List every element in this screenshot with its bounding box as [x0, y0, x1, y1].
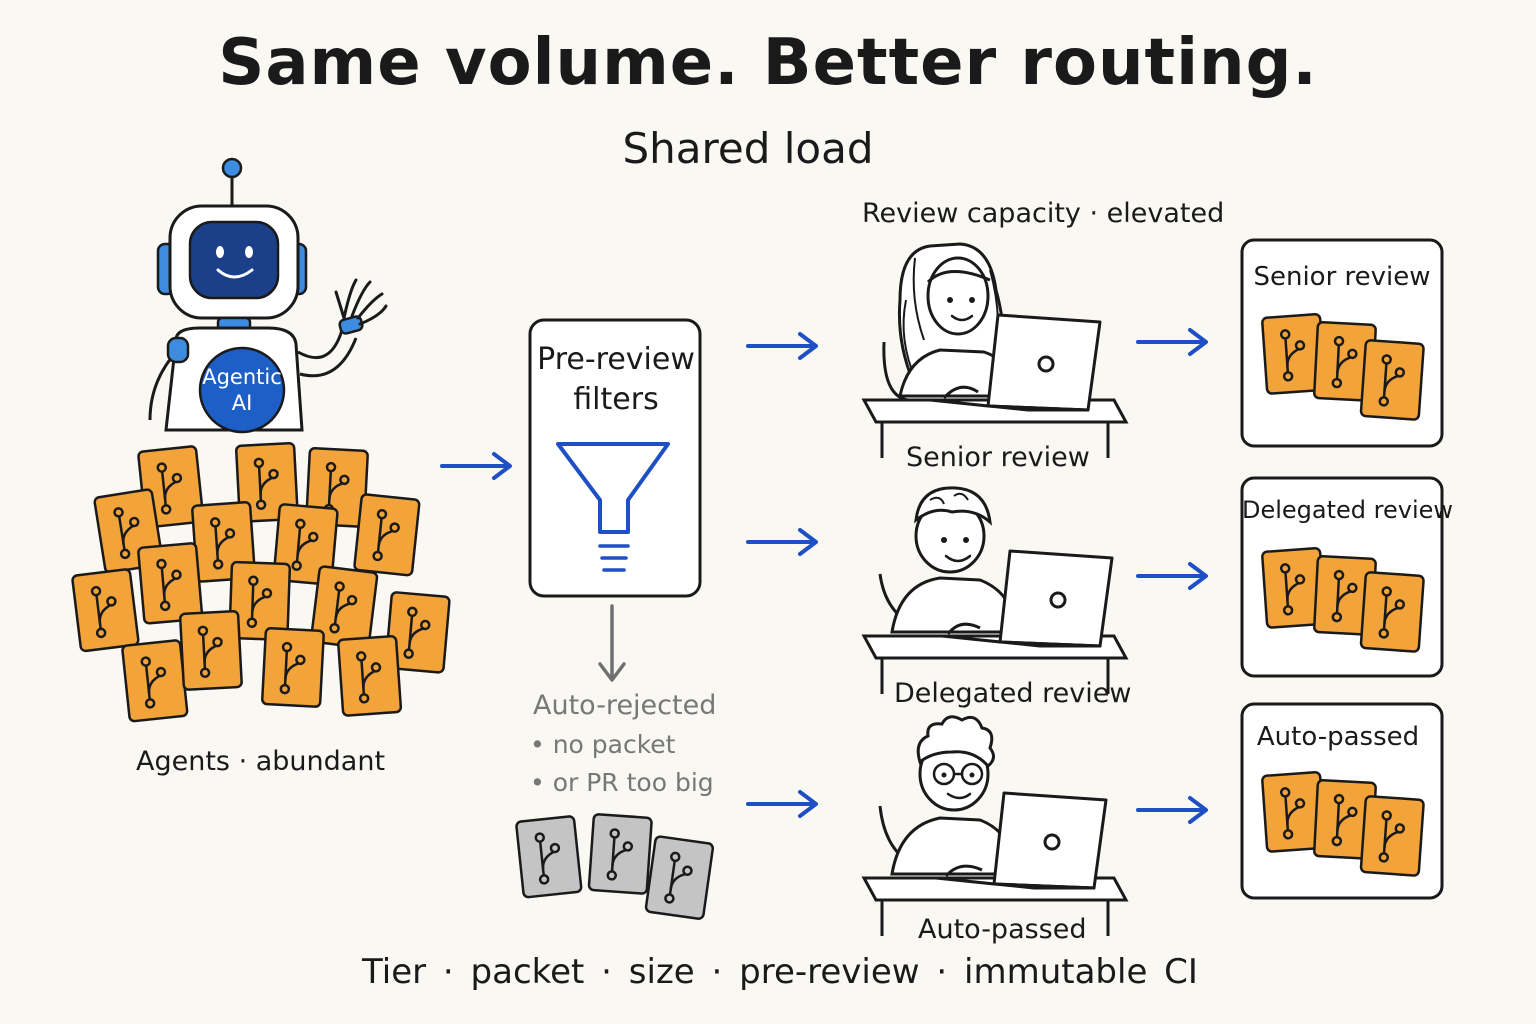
git-branch-icon [1359, 570, 1426, 654]
output-box-auto [1240, 702, 1444, 900]
filter-title: Pre-review filters [530, 340, 702, 420]
reviewer-delegated-label: Delegated review [894, 678, 1132, 709]
output-box-senior [1240, 238, 1444, 448]
git-branch-icon [336, 634, 403, 718]
person-at-laptop-icon [862, 715, 1128, 938]
rejected-cards [514, 812, 715, 921]
pr-card-pile [70, 441, 452, 723]
page-subtitle: Shared load [622, 124, 874, 173]
rejected-reason-1: • no packet [530, 730, 676, 759]
git-branch-icon [587, 812, 654, 896]
funnel-icon [556, 442, 670, 572]
git-branch-icon [1359, 794, 1426, 878]
arrow-right-icon [1136, 328, 1208, 356]
robot-badge-line1: Agentic [202, 365, 282, 389]
footer-criteria: Tier · packet · size · pre-review · immu… [362, 952, 1198, 992]
arrow-right-icon [746, 332, 818, 360]
arrow-right-icon [1136, 562, 1208, 590]
rejected-reason-2: • or PR too big [530, 768, 714, 797]
arrow-down-icon [598, 604, 626, 682]
rejected-title: Auto-rejected [533, 690, 717, 721]
filter-title-line1: Pre-review [537, 342, 695, 377]
git-branch-icon [514, 814, 583, 899]
arrow-right-icon [440, 452, 512, 480]
page-title: Same volume. Better routing. [218, 26, 1318, 100]
output-box-delegated [1240, 476, 1444, 678]
git-branch-icon [136, 541, 204, 625]
filter-title-line2: filters [573, 382, 659, 417]
agents-caption: Agents · abundant [136, 746, 386, 777]
git-branch-icon [178, 609, 244, 692]
output-auto-title: Auto-passed [1256, 722, 1420, 752]
git-branch-icon [120, 638, 189, 723]
git-branch-icon [1359, 338, 1426, 422]
output-delegated-title: Delegated review [1242, 496, 1454, 524]
robot-icon: Agentic AI [148, 157, 388, 434]
reviewer-senior-label: Senior review [906, 442, 1090, 473]
git-branch-icon [260, 626, 326, 709]
git-branch-icon [70, 567, 141, 653]
arrow-right-icon [746, 528, 818, 556]
review-capacity-header: Review capacity · elevated [862, 198, 1225, 229]
git-branch-icon [644, 834, 715, 921]
robot-badge-line2: AI [232, 391, 253, 415]
git-branch-icon [352, 492, 421, 577]
arrow-right-icon [1136, 796, 1208, 824]
person-at-laptop-icon [862, 486, 1128, 696]
arrow-right-icon [746, 790, 818, 818]
output-senior-title: Senior review [1253, 262, 1431, 292]
reviewer-auto-label: Auto-passed [918, 914, 1087, 945]
person-at-laptop-icon [862, 242, 1128, 460]
pre-review-filter-box [528, 318, 702, 598]
